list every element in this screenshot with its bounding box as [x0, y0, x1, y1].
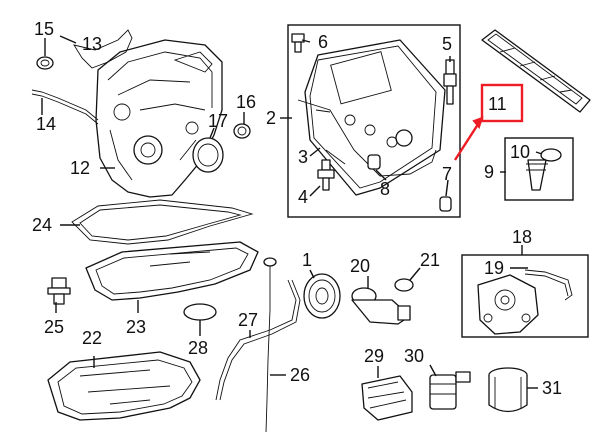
pickup-tube-part-19: [524, 269, 573, 301]
callout-17: 17: [208, 111, 228, 131]
callout-3: 3: [298, 147, 308, 167]
callout-25: 25: [44, 317, 64, 337]
callout-10: 10: [510, 142, 530, 162]
callout-6: 6: [318, 32, 328, 52]
cam-seal: [233, 123, 251, 139]
adapter-part-30: [429, 371, 471, 410]
callout-16: 16: [236, 92, 256, 112]
callout-21: 21: [420, 250, 440, 270]
crankshaft-pulley-part-1: [303, 273, 341, 319]
bolt-part-4: [317, 159, 335, 191]
callout-8: 8: [380, 179, 390, 199]
callout-13: 13: [82, 34, 102, 54]
grommet-part-8: [367, 154, 381, 170]
thermostat-housing-part-20: [351, 287, 411, 325]
spark-plug-part-5: [443, 59, 457, 105]
oil-filler-group-box: [504, 137, 574, 201]
leader-lines: [41, 35, 543, 389]
timing-cover-gasket: [73, 29, 133, 69]
valve-cover-upper-part-11: [481, 29, 591, 113]
callout-7: 7: [442, 164, 452, 184]
callout-12: 12: [70, 158, 90, 178]
grommet-part-7: [439, 196, 452, 212]
oil-filter-part-31: [488, 367, 528, 413]
callout-27: 27: [238, 310, 258, 330]
callout-9: 9: [484, 162, 494, 182]
callout-2: 2: [266, 108, 276, 128]
callout-labels: 15 13 14 12 16 17 2 6 3 4 5 7 8 11 9 10 …: [32, 19, 562, 398]
callout-5: 5: [442, 34, 452, 54]
highlight-box-11: [480, 83, 524, 123]
callout-28: 28: [188, 338, 208, 358]
callout-31: 31: [542, 378, 562, 398]
timing-cover-seal: [36, 56, 54, 70]
bolt-part-6: [291, 33, 305, 53]
callout-23: 23: [126, 317, 146, 337]
callout-1: 1: [302, 250, 312, 270]
timing-cover-illustration: [95, 39, 223, 198]
callout-15: 15: [34, 19, 54, 39]
oil-filler-cap-illustration: [526, 148, 562, 191]
callout-26: 26: [290, 365, 310, 385]
valve-cover-gasket-illustration: [297, 99, 437, 177]
callout-29: 29: [364, 346, 384, 366]
callout-20: 20: [350, 256, 370, 276]
valve-cover-illustration: [304, 39, 446, 196]
valve-cover-group-box: [287, 24, 461, 218]
dipstick-tube-part-27: [215, 279, 301, 401]
callout-11: 11: [488, 94, 507, 114]
callout-18: 18: [512, 227, 532, 247]
dipstick-tube-small: [31, 89, 99, 125]
oil-pump-illustration: [477, 274, 539, 335]
callout-4: 4: [298, 187, 308, 207]
oil-cooler-part-29: [361, 375, 413, 421]
callout-30: 30: [404, 346, 424, 366]
oil-pan-part-23: [85, 241, 259, 301]
o-ring-part-21: [394, 278, 414, 292]
callout-19: 19: [484, 258, 504, 278]
callout-22: 22: [82, 328, 102, 348]
callout-14: 14: [36, 114, 56, 134]
oil-pan-upper-part-22: [47, 351, 201, 421]
callout-24: 24: [32, 215, 52, 235]
oil-pump-group-box: [461, 254, 589, 338]
drain-plug-part-25: [47, 277, 71, 305]
highlight-arrow-head: [472, 116, 484, 130]
crank-seal: [192, 137, 224, 173]
baffle-part-28: [183, 303, 217, 321]
dipstick-part-26: [263, 257, 277, 433]
oil-pan-gasket-part-24: [71, 199, 254, 245]
